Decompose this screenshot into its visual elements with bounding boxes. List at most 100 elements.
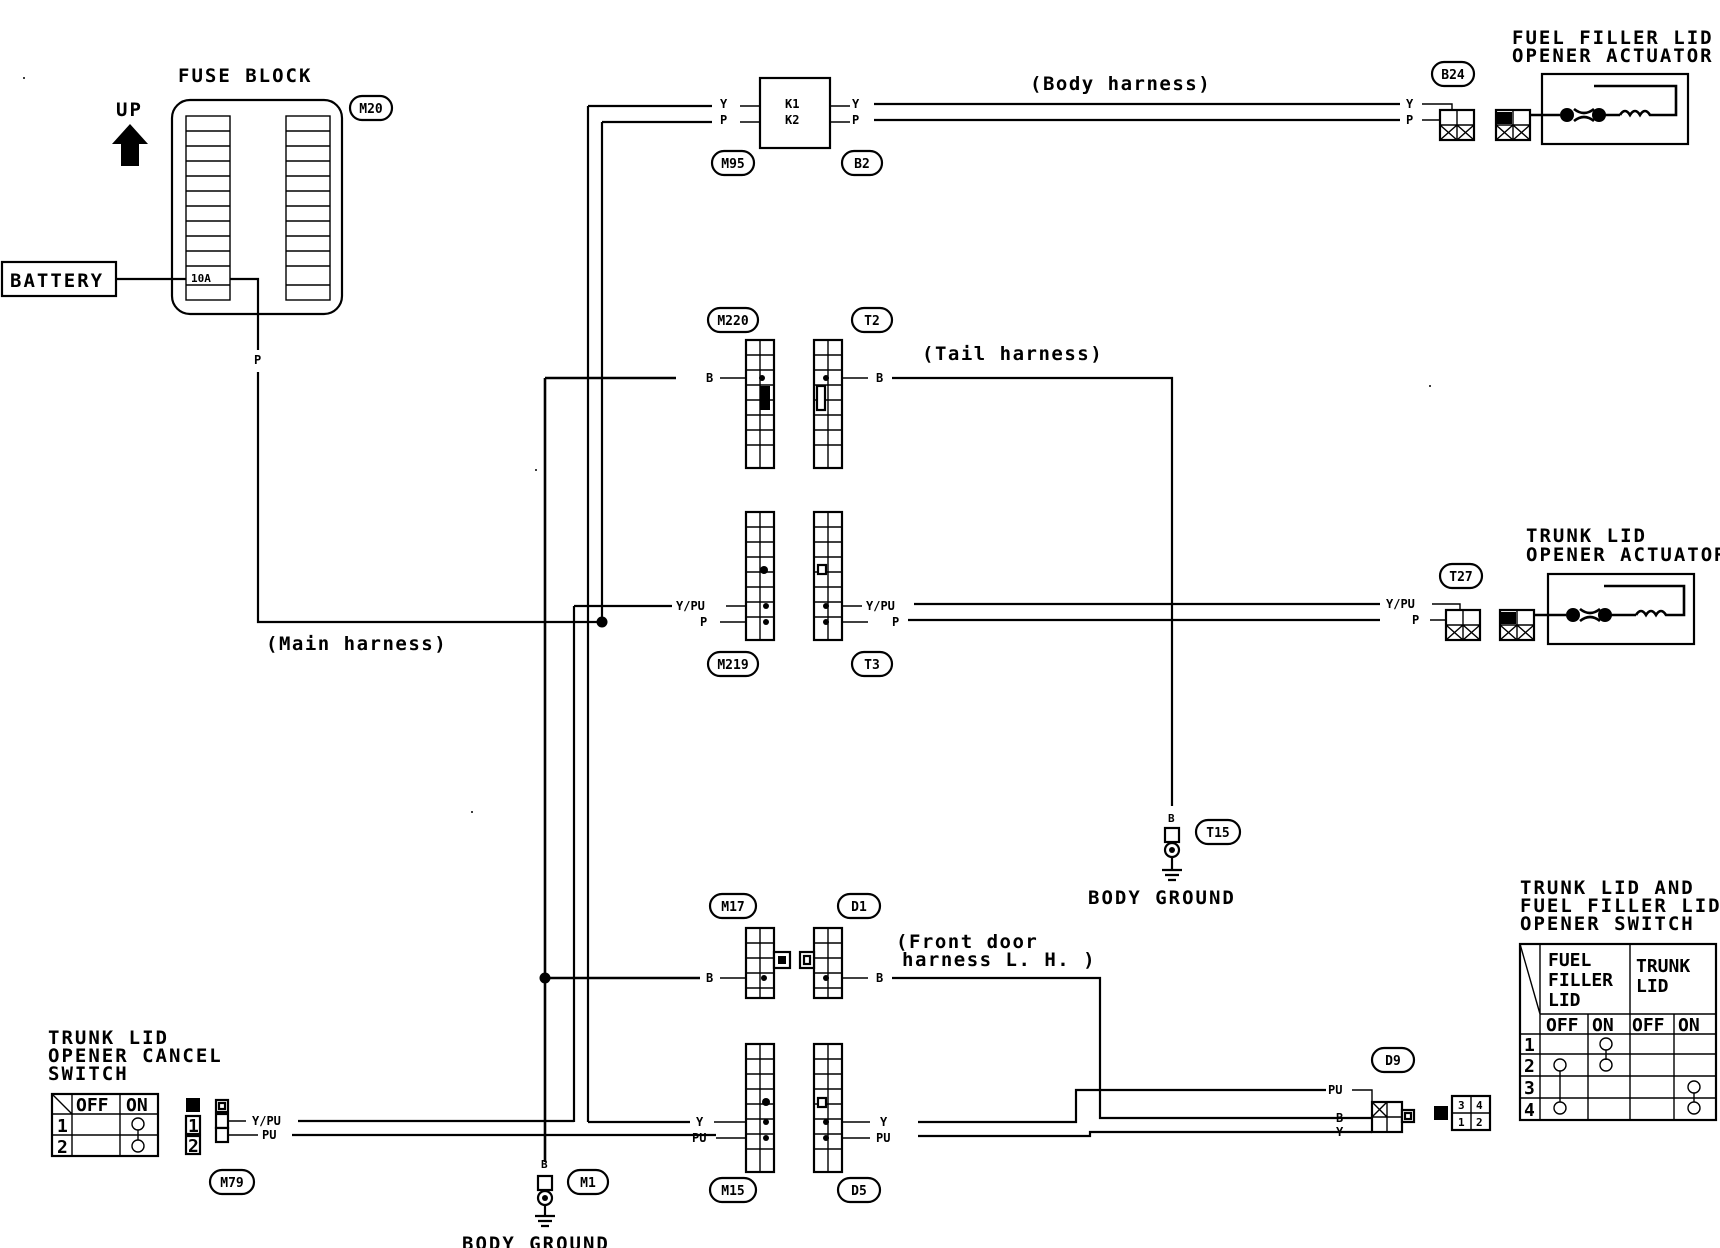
m20-badge: M20 (348, 94, 394, 122)
up-arrow-icon: UP (112, 99, 148, 166)
m15-body (744, 1042, 776, 1174)
battery-label: BATTERY (10, 270, 104, 292)
svg-text:P: P (700, 615, 707, 629)
b24-connector: B24 (1430, 60, 1476, 142)
svg-text:OFF: OFF (1546, 1015, 1579, 1036)
svg-text:P: P (1406, 113, 1413, 127)
svg-text:B: B (706, 971, 713, 985)
svg-text:TRUNK: TRUNK (1636, 956, 1690, 977)
svg-text:B24: B24 (1441, 68, 1465, 83)
m95-b2-connector: Y P K1 K2 Y P M95 B2 (588, 76, 884, 177)
front-door-harness-label-1: (Front door (896, 931, 1038, 953)
svg-text:M95: M95 (721, 157, 744, 172)
m219-body (744, 510, 776, 642)
svg-text:P: P (892, 615, 899, 629)
trunk-fuel-opener-switch: TRUNK LID AND FUEL FILLER LID OPENER SWI… (1518, 877, 1720, 1122)
svg-text:ON: ON (1592, 1015, 1614, 1036)
d5-body (812, 1042, 844, 1174)
m219-badge: M219 (706, 650, 760, 678)
svg-text:LID: LID (1548, 990, 1581, 1011)
svg-text:FUEL FILLER LID: FUEL FILLER LID (1520, 895, 1720, 917)
t2-body (812, 338, 844, 470)
svg-text:4: 4 (1476, 1099, 1483, 1112)
svg-text:P: P (254, 353, 261, 367)
m15-d5-connector: Y PU Y PU M15 D5 (588, 1042, 890, 1204)
svg-text:Y: Y (696, 1115, 704, 1129)
svg-text:T27: T27 (1449, 570, 1472, 585)
svg-text:T15: T15 (1206, 826, 1229, 841)
svg-text:B2: B2 (854, 157, 870, 172)
svg-text:P: P (852, 113, 859, 127)
svg-text:B: B (706, 371, 713, 385)
m220-t2-connector: B B M220 T2 (545, 306, 894, 470)
d1-body (798, 926, 844, 1000)
m15-badge: M15 (708, 1176, 758, 1204)
battery: BATTERY (0, 260, 186, 298)
svg-text:D9: D9 (1385, 1054, 1401, 1069)
svg-text:OPENER ACTUATOR: OPENER ACTUATOR (1526, 544, 1720, 566)
m220-badge: M220 (706, 306, 760, 334)
svg-text:OPENER CANCEL: OPENER CANCEL (48, 1045, 223, 1067)
b24-badge: B24 (1430, 60, 1476, 88)
svg-text:B: B (876, 971, 883, 985)
svg-text:OFF: OFF (76, 1095, 109, 1116)
svg-text:K1: K1 (785, 97, 799, 111)
tail-harness-label: (Tail harness) (922, 343, 1103, 365)
svg-text:Y: Y (880, 1115, 888, 1129)
body-harness-label: (Body harness) (1030, 73, 1211, 95)
svg-text:OPENER ACTUATOR: OPENER ACTUATOR (1512, 45, 1714, 67)
svg-text:ON: ON (126, 1095, 148, 1116)
svg-text:TRUNK LID: TRUNK LID (48, 1027, 169, 1049)
svg-text:Y: Y (1336, 1125, 1344, 1139)
svg-text:3: 3 (1458, 1099, 1465, 1112)
svg-text:M1: M1 (580, 1176, 596, 1191)
svg-text:OFF: OFF (1632, 1015, 1665, 1036)
svg-text:LID: LID (1636, 976, 1669, 997)
up-label: UP (116, 99, 143, 121)
m17-body (744, 926, 792, 1000)
svg-text:PU: PU (1328, 1083, 1342, 1097)
svg-text:K2: K2 (785, 113, 799, 127)
m1-body-ground: B M1 BODY GROUND (462, 1158, 610, 1248)
m17-d1-connector: B B M17 D1 (545, 892, 883, 1000)
opener-switch-table: FUEL FILLER LID TRUNK LID OFF ON OFF ON … (1518, 942, 1718, 1122)
svg-text:PU: PU (876, 1131, 890, 1145)
cancel-switch-pins: 1 2 (184, 1098, 230, 1157)
t15-body-ground: B T15 BODY GROUND (1088, 812, 1242, 909)
svg-text:SWITCH: SWITCH (48, 1063, 129, 1085)
trunk-lid-opener-actuator: TRUNK LID OPENER ACTUATOR (1498, 525, 1720, 646)
m79-badge: M79 (208, 1168, 256, 1196)
fuse-rating: 10A (191, 272, 211, 285)
t2-badge: T2 (850, 306, 894, 334)
svg-text:PU: PU (692, 1131, 706, 1145)
fuse-column-left (185, 115, 231, 301)
t3-body (812, 510, 844, 642)
fuse-block: FUSE BLOCK 10A M20 (170, 65, 394, 316)
svg-text:Y/PU: Y/PU (252, 1114, 281, 1128)
svg-text:FUEL FILLER LID: FUEL FILLER LID (1512, 27, 1714, 49)
t27-connector: T27 (1438, 562, 1484, 642)
svg-text:D5: D5 (851, 1184, 867, 1199)
d5-badge: D5 (836, 1176, 882, 1204)
svg-text:1: 1 (1524, 1035, 1535, 1056)
m17-badge: M17 (708, 892, 758, 920)
trunk-lid-opener-cancel-switch: TRUNK LID OPENER CANCEL SWITCH OFF ON 1 … (48, 1027, 716, 1196)
svg-text:Y: Y (720, 97, 728, 111)
svg-text:1: 1 (1458, 1116, 1465, 1129)
fuse-block-label: FUSE BLOCK (178, 65, 312, 87)
svg-text:ON: ON (1678, 1015, 1700, 1036)
main-harness-label: (Main harness) (266, 633, 447, 655)
m219-t3-connector: Y/PU P Y/PU P M219 T3 (574, 510, 899, 678)
d9-connector: D9 (1370, 1046, 1416, 1134)
d9-switch-pin-block: 3 4 1 2 (1434, 1094, 1492, 1132)
svg-text:OPENER SWITCH: OPENER SWITCH (1520, 913, 1695, 935)
svg-text:1: 1 (57, 1116, 68, 1137)
svg-text:Y/PU: Y/PU (866, 599, 895, 613)
svg-text:M220: M220 (717, 314, 748, 329)
svg-text:PU: PU (262, 1128, 276, 1142)
d1-badge: D1 (836, 892, 882, 920)
svg-text:Y: Y (852, 97, 860, 111)
svg-text:Y: Y (1406, 97, 1414, 111)
svg-text:P: P (1412, 613, 1419, 627)
svg-text:M17: M17 (721, 900, 744, 915)
